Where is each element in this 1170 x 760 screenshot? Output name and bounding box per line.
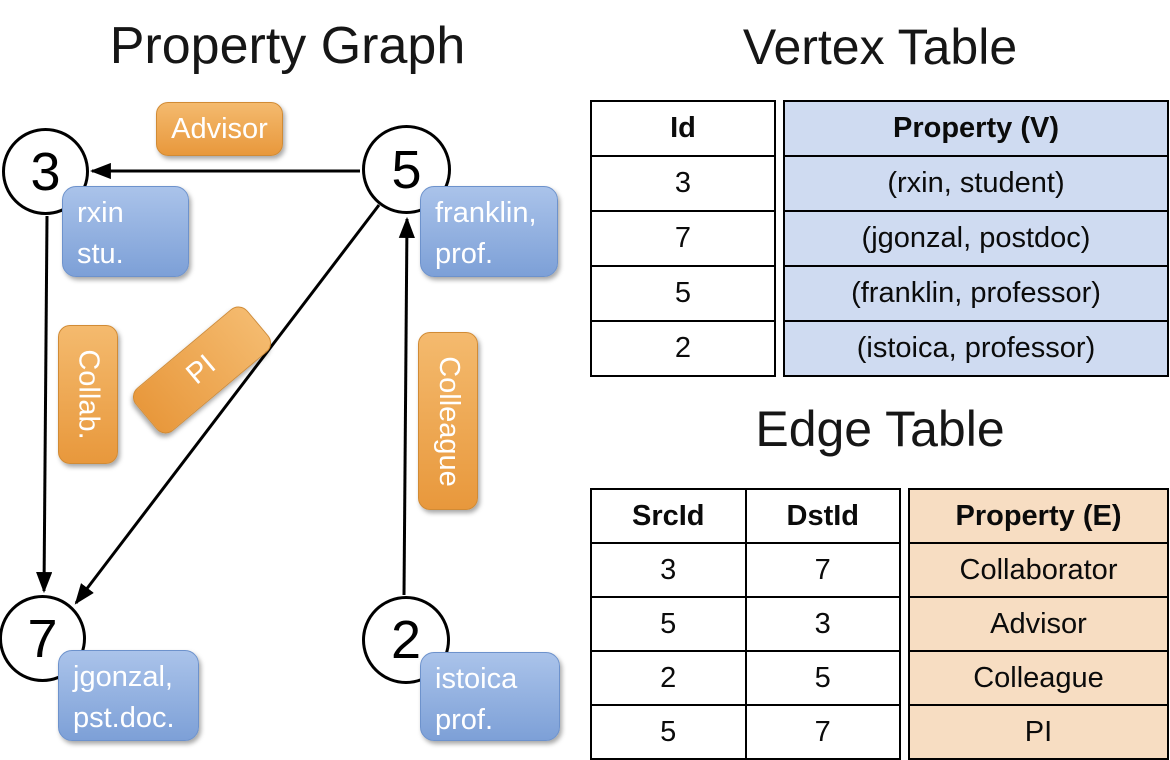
vertex-property-line: stu. — [77, 238, 124, 270]
edge-property-cell: Colleague — [908, 650, 1169, 706]
vertex-property-box-5: franklin, prof. — [420, 186, 558, 277]
edge-property-header: Property (E) — [908, 488, 1169, 544]
vertex-id-header: Id — [590, 100, 776, 157]
table-header-row: SrcId DstId — [590, 488, 901, 544]
table-header-row: Property (V) — [783, 100, 1169, 157]
edge-label-collab: Collab. — [58, 325, 118, 464]
table-row: 3 7 — [590, 542, 901, 598]
vertex-property-header: Property (V) — [783, 100, 1169, 157]
vertex-id-label: 7 — [27, 608, 58, 669]
table-row: (jgonzal, postdoc) — [783, 210, 1169, 267]
table-row: 7 — [590, 210, 776, 267]
vertex-id-label: 2 — [390, 610, 422, 670]
table-row: 5 3 — [590, 596, 901, 652]
vertex-property-box-2: istoica prof. — [420, 652, 560, 741]
edge-label-colleague: Colleague — [418, 332, 478, 510]
table-row: 5 — [590, 265, 776, 322]
table-row: (istoica, professor) — [783, 320, 1169, 377]
edge-label-advisor: Advisor — [156, 102, 283, 156]
vertex-property-line: rxin — [77, 197, 124, 229]
vertex-property-cell: (franklin, professor) — [783, 265, 1169, 322]
edge-label-text: Colleague — [432, 355, 465, 487]
edge-dstid-header: DstId — [744, 488, 901, 544]
edge-dstid-cell: 3 — [744, 596, 901, 652]
edge-srcid-cell: 5 — [590, 596, 747, 652]
edge-dstid-cell: 5 — [744, 650, 901, 706]
table-header-row: Property (E) — [908, 488, 1169, 544]
edge-srcid-header: SrcId — [590, 488, 747, 544]
edge-label-text: Collab. — [72, 349, 105, 440]
edge-dstid-cell: 7 — [744, 542, 901, 598]
vertex-property-box-3: rxin stu. — [62, 186, 189, 277]
vertex-table-id-column: Id 3 7 5 2 — [590, 100, 776, 377]
vertex-property-box-7: jgonzal, pst.doc. — [58, 650, 199, 741]
vertex-property-line: prof. — [435, 238, 494, 270]
table-row: Colleague — [908, 650, 1169, 706]
table-row: 5 7 — [590, 704, 901, 760]
vertex-table-title: Vertex Table — [742, 19, 1018, 75]
vertex-id-cell: 7 — [590, 210, 776, 267]
edge-label-text: PI — [180, 348, 223, 391]
edge-srcid-cell: 2 — [590, 650, 747, 706]
vertex-property-line: pst.doc. — [73, 702, 175, 734]
table-row: PI — [908, 704, 1169, 760]
edge-arrow-3-to-7 — [36, 215, 53, 594]
table-header-row: Id — [590, 100, 776, 157]
edge-property-cell: Advisor — [908, 596, 1169, 652]
property-graph-title: Property Graph — [109, 17, 466, 75]
vertex-property-cell: (istoica, professor) — [783, 320, 1169, 377]
edge-label-pi: PI — [128, 301, 276, 439]
vertex-property-line: jgonzal, — [73, 661, 173, 693]
edge-srcid-cell: 3 — [590, 542, 747, 598]
edge-property-cell: Collaborator — [908, 542, 1169, 598]
vertex-id-label: 3 — [30, 141, 61, 202]
edge-dstid-cell: 7 — [744, 704, 901, 760]
table-row: 2 — [590, 320, 776, 377]
table-row: 3 — [590, 155, 776, 212]
table-row: Advisor — [908, 596, 1169, 652]
vertex-property-line: franklin, — [435, 197, 537, 229]
table-row: Collaborator — [908, 542, 1169, 598]
vertex-node-5: 5 — [362, 125, 451, 214]
table-row: (franklin, professor) — [783, 265, 1169, 322]
edge-srcid-cell: 5 — [590, 704, 747, 760]
edge-arrow-2-to-5 — [398, 216, 415, 596]
vertex-id-cell: 3 — [590, 155, 776, 212]
edge-label-text: Advisor — [171, 112, 268, 145]
edge-table-id-columns: SrcId DstId 3 7 5 3 2 5 5 7 — [590, 488, 901, 760]
vertex-id-cell: 5 — [590, 265, 776, 322]
edge-property-cell: PI — [908, 704, 1169, 760]
table-row: (rxin, student) — [783, 155, 1169, 212]
vertex-property-line: prof. — [435, 704, 494, 736]
vertex-table-property-column: Property (V) (rxin, student) (jgonzal, p… — [783, 100, 1169, 377]
vertex-property-cell: (rxin, student) — [783, 155, 1169, 212]
vertex-id-cell: 2 — [590, 320, 776, 377]
vertex-id-label: 5 — [391, 139, 422, 200]
table-row: 2 5 — [590, 650, 901, 706]
vertex-property-line: istoica — [435, 663, 518, 695]
edge-table-title: Edge Table — [755, 401, 1005, 457]
vertex-property-cell: (jgonzal, postdoc) — [783, 210, 1169, 267]
vertex-node-3: 3 — [2, 128, 89, 215]
edge-table-property-column: Property (E) Collaborator Advisor Collea… — [908, 488, 1169, 760]
